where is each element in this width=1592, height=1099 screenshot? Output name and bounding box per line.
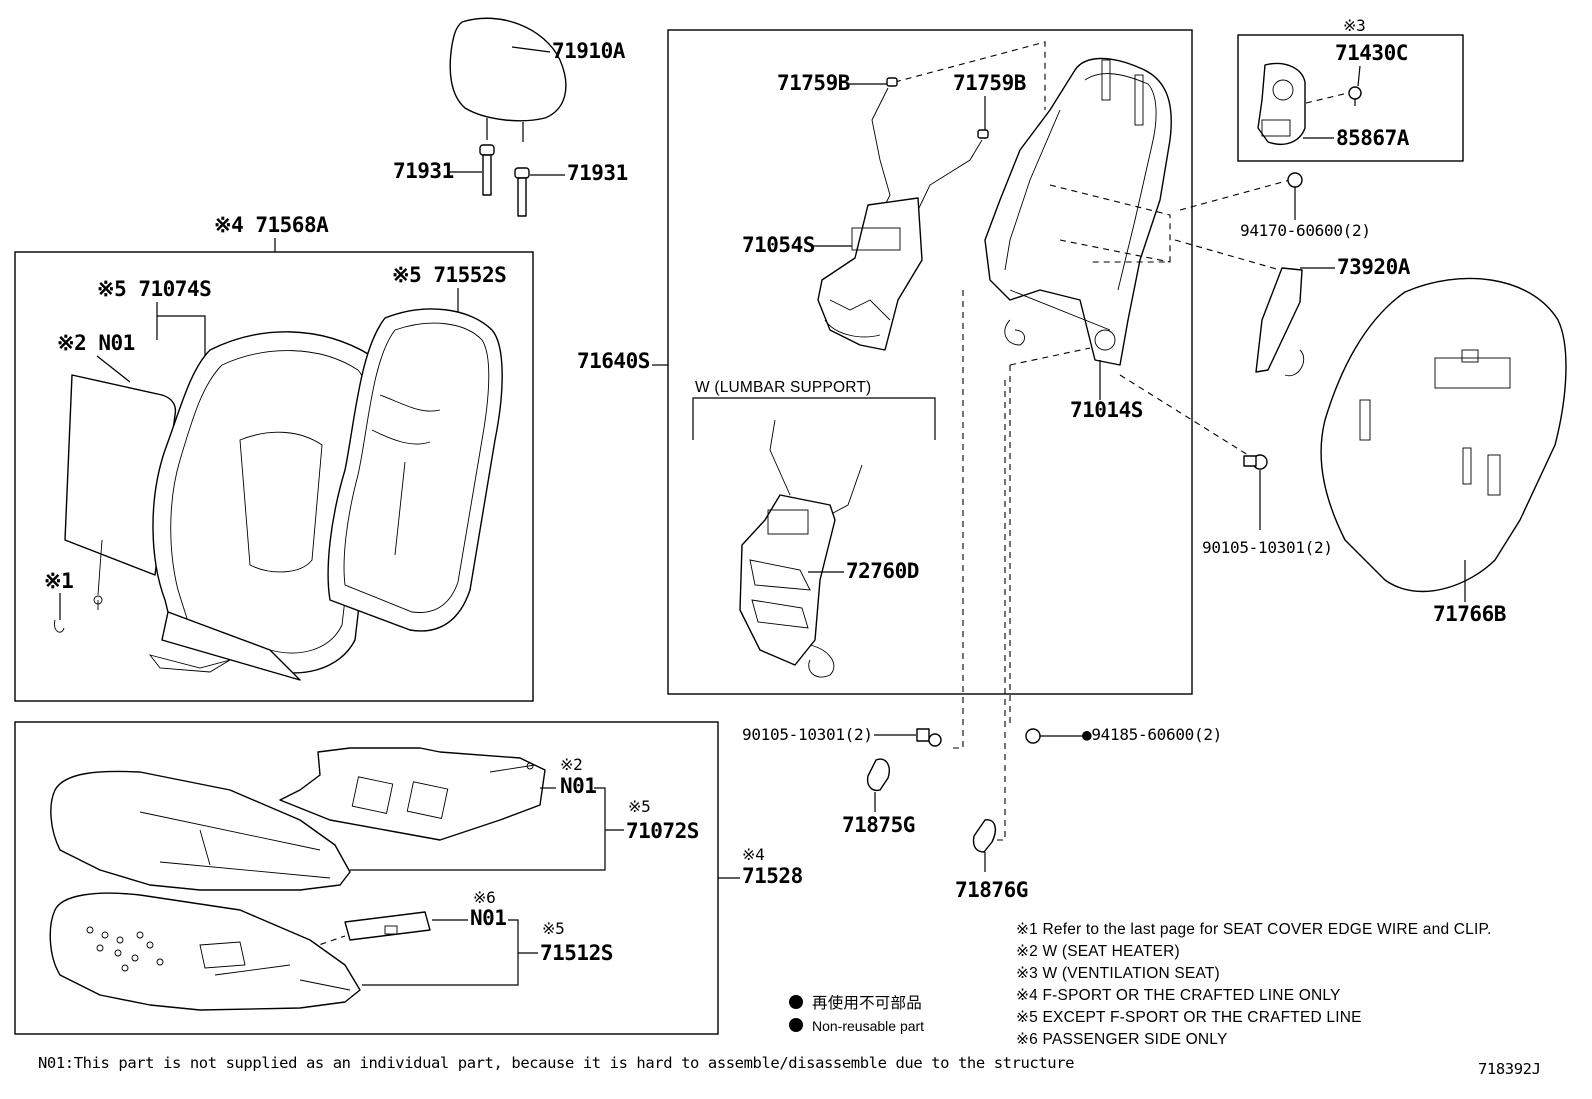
label-ref-71512S: ※5 xyxy=(542,919,564,938)
lumbar-support-title: W (LUMBAR SUPPORT) xyxy=(695,379,871,396)
label-71640S: 71640S xyxy=(577,349,650,373)
seatback-frame-71014S[interactable] xyxy=(984,57,1172,366)
non-reusable-bullet-icon xyxy=(789,1018,803,1032)
label-71759B-right: 71759B xyxy=(953,71,1026,95)
label-ref1: ※1 xyxy=(44,569,73,593)
label-71074S: ※5 71074S xyxy=(97,277,211,301)
seat-heater-mat[interactable] xyxy=(279,747,546,841)
seatback-cover-71552S[interactable] xyxy=(327,308,503,632)
seatback-board-71766B[interactable] xyxy=(1320,277,1567,593)
seatback-cover-71074S[interactable] xyxy=(148,331,385,681)
ventilation-fan-85867A[interactable] xyxy=(1257,62,1306,146)
seat-cushion-cover-71072S[interactable] xyxy=(50,770,351,891)
label-N01-heater: N01 xyxy=(560,774,596,798)
label-94170: 94170-60600(2) xyxy=(1240,221,1371,240)
nut-94170-60600[interactable] xyxy=(1287,172,1303,188)
note-6: ※6 PASSENGER SIDE ONLY xyxy=(1016,1031,1228,1048)
label-71430C: 71430C xyxy=(1335,41,1408,65)
note-2: ※2 W (SEAT HEATER) xyxy=(1016,943,1180,960)
non-reusable-bullet-icon xyxy=(789,995,803,1009)
label-71931-left: 71931 xyxy=(393,159,454,183)
label-ref-vent: ※3 xyxy=(1343,16,1365,35)
seat-cushion-pad-71512S[interactable] xyxy=(49,892,361,1011)
label-94185: ●94185-60600(2) xyxy=(1082,725,1222,744)
note-3: ※3 W (VENTILATION SEAT) xyxy=(1016,965,1220,982)
note-4: ※4 F-SPORT OR THE CRAFTED LINE ONLY xyxy=(1016,987,1341,1004)
headrest-guide-right[interactable] xyxy=(514,167,530,217)
label-ref-71528: ※4 xyxy=(742,845,764,864)
passenger-sensor-N01[interactable] xyxy=(344,911,431,941)
bolt-90105-left[interactable] xyxy=(916,728,942,747)
label-90105-left: 90105-10301(2) xyxy=(742,725,873,744)
bolt-90105-right[interactable] xyxy=(1243,454,1268,470)
label-71512S: 71512S xyxy=(540,941,613,965)
trim-cover-71876G[interactable] xyxy=(972,819,997,853)
label-N01-back: ※2 N01 xyxy=(57,331,135,355)
fan-screw-71430C[interactable] xyxy=(1348,86,1362,106)
label-73920A: 73920A xyxy=(1337,255,1411,279)
label-ref-71072S: ※5 xyxy=(628,797,650,816)
diagram-id: 718392J xyxy=(1478,1060,1541,1078)
label-71759B-left: 71759B xyxy=(777,71,850,95)
label-71054S: 71054S xyxy=(742,233,815,257)
label-72760D: 72760D xyxy=(846,559,919,583)
label-71014S: 71014S xyxy=(1070,398,1143,422)
note-1: ※1 Refer to the last page for SEAT COVER… xyxy=(1016,921,1492,938)
n01-footnote: N01:This part is not supplied as an indi… xyxy=(38,1054,1074,1072)
spring-assembly-71054S[interactable] xyxy=(817,77,989,351)
note-5: ※5 EXCEPT F-SPORT OR THE CRAFTED LINE xyxy=(1016,1009,1362,1026)
label-90105-right: 90105-10301(2) xyxy=(1202,538,1333,557)
label-N01-passenger: N01 xyxy=(470,906,506,930)
label-71910A: 71910A xyxy=(552,39,626,63)
sensor-73920A[interactable] xyxy=(1255,267,1305,377)
trim-cover-71875G[interactable] xyxy=(866,758,890,792)
label-ref-heater: ※2 xyxy=(560,755,582,774)
label-71568A: ※4 71568A xyxy=(214,213,329,237)
seatback-frame-box xyxy=(667,29,1193,695)
nut-94185-60600[interactable] xyxy=(1025,728,1041,744)
seatback-cover-box xyxy=(14,251,534,702)
headrest-part[interactable] xyxy=(449,17,567,142)
legend-en: Non-reusable part xyxy=(812,1018,924,1034)
legend-jp: 再使用不可部品 xyxy=(812,994,922,1012)
ventilation-box xyxy=(1237,34,1464,162)
legend: 再使用不可部品 Non-reusable part xyxy=(789,994,924,1034)
notes-list: ※1 Refer to the last page for SEAT COVER… xyxy=(1016,921,1492,1048)
label-71876G: 71876G xyxy=(955,878,1028,902)
headrest-guide-left[interactable] xyxy=(479,144,495,196)
label-71766B: 71766B xyxy=(1433,602,1506,626)
lumbar-support-72760D[interactable] xyxy=(739,419,863,678)
label-71875G: 71875G xyxy=(842,813,915,837)
label-71528: 71528 xyxy=(742,864,803,888)
label-71931-right: 71931 xyxy=(567,161,628,185)
label-85867A: 85867A xyxy=(1336,126,1410,150)
label-71552S: ※5 71552S xyxy=(392,263,506,287)
label-ref-passenger: ※6 xyxy=(473,888,495,907)
label-71072S: 71072S xyxy=(626,819,699,843)
